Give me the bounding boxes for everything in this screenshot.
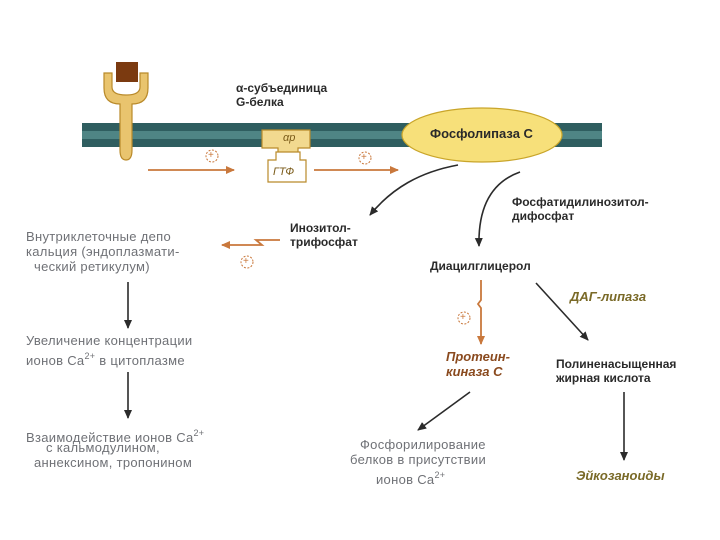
ca-interact-text: Взаимодействие ионов Ca bbox=[26, 430, 194, 445]
plus-sign-2: + bbox=[361, 152, 367, 163]
plus-circle-2 bbox=[358, 151, 372, 165]
depot-label-line1: Внутриклеточные депо bbox=[26, 229, 171, 244]
phos-label-line3: ионов Ca2+ bbox=[376, 468, 445, 487]
arrow-pkc-to-phos bbox=[417, 391, 471, 431]
phospholipase-c-label: Фосфолипаза С bbox=[430, 126, 533, 141]
ca-increase-label-line1: Увеличение концентрации bbox=[26, 333, 193, 348]
ligand bbox=[116, 62, 138, 82]
phos-sup: 2+ bbox=[434, 470, 446, 480]
alpha-subunit-label-line2: G-белка bbox=[236, 95, 284, 109]
plus-sign-4: + bbox=[460, 312, 466, 323]
pip2-label-line1: Фосфатидилинозитол- bbox=[512, 195, 649, 209]
pkc-label-line1: Протеин- bbox=[446, 349, 510, 364]
ca-increase-sup: 2+ bbox=[84, 351, 96, 361]
phos-label-line1: Фосфорилирование bbox=[360, 437, 486, 452]
ca-increase-label-line2: ионов Ca2+ в цитоплазме bbox=[26, 349, 185, 368]
pufa-label-line2: жирная кислота bbox=[556, 371, 651, 385]
alpha-subunit-label-line1: α-субъединица bbox=[236, 81, 328, 95]
ca-interact-label-line2: с кальмодулином, bbox=[46, 440, 160, 455]
depot-label-line3: ческий ретикулум) bbox=[34, 259, 150, 274]
pkc-label-line2: киназа С bbox=[446, 364, 503, 379]
arrow-ip3-to-depot bbox=[221, 239, 280, 249]
plus-circle-1 bbox=[205, 149, 219, 163]
alpha-box-label: αр bbox=[283, 132, 296, 144]
ca-increase-tail: в цитоплазме bbox=[95, 353, 185, 368]
depot-label-line2: кальция (эндоплазмати- bbox=[26, 244, 180, 259]
arrow-plc-to-dag bbox=[474, 171, 521, 247]
ip3-label-line1: Инозитол- bbox=[290, 221, 351, 235]
ca-interact-label-line3: аннексином, тропонином bbox=[34, 455, 193, 470]
dag-label: Диацилглицерол bbox=[430, 259, 531, 273]
pufa-label-line1: Полиненасыщенная bbox=[556, 357, 677, 371]
plus-circle-3 bbox=[240, 255, 254, 269]
pip2-label-line2: дифосфат bbox=[512, 209, 575, 223]
phos-ion: ионов Ca bbox=[376, 472, 435, 487]
membrane-stripe bbox=[82, 131, 602, 139]
arrow-dag-to-pkc bbox=[476, 280, 485, 345]
phos-label-line2: белков в присутствии bbox=[350, 452, 487, 467]
ca-increase-ion: ионов Ca bbox=[26, 353, 85, 368]
arrow-dag-to-pufa bbox=[535, 282, 589, 341]
ca-interact-sup: 2+ bbox=[193, 428, 205, 438]
ca-interact-label-line1: Взаимодействие ионов Ca2+ bbox=[26, 426, 204, 445]
ip3-label-line2: трифосфат bbox=[290, 235, 358, 249]
gtp-box-label: ГТФ bbox=[273, 166, 295, 178]
eicosanoids-label: Эйкозаноиды bbox=[576, 468, 665, 483]
plus-sign-3: + bbox=[243, 256, 249, 267]
plus-sign-1: + bbox=[208, 150, 214, 161]
phospholipase-c-ellipse bbox=[401, 107, 563, 163]
plus-circle-4 bbox=[457, 311, 471, 325]
gtp-shape bbox=[267, 151, 307, 183]
dag-lipase-label: ДАГ-липаза bbox=[570, 289, 647, 304]
receptor bbox=[103, 72, 149, 161]
arrow-plc-to-ip3 bbox=[369, 164, 459, 216]
